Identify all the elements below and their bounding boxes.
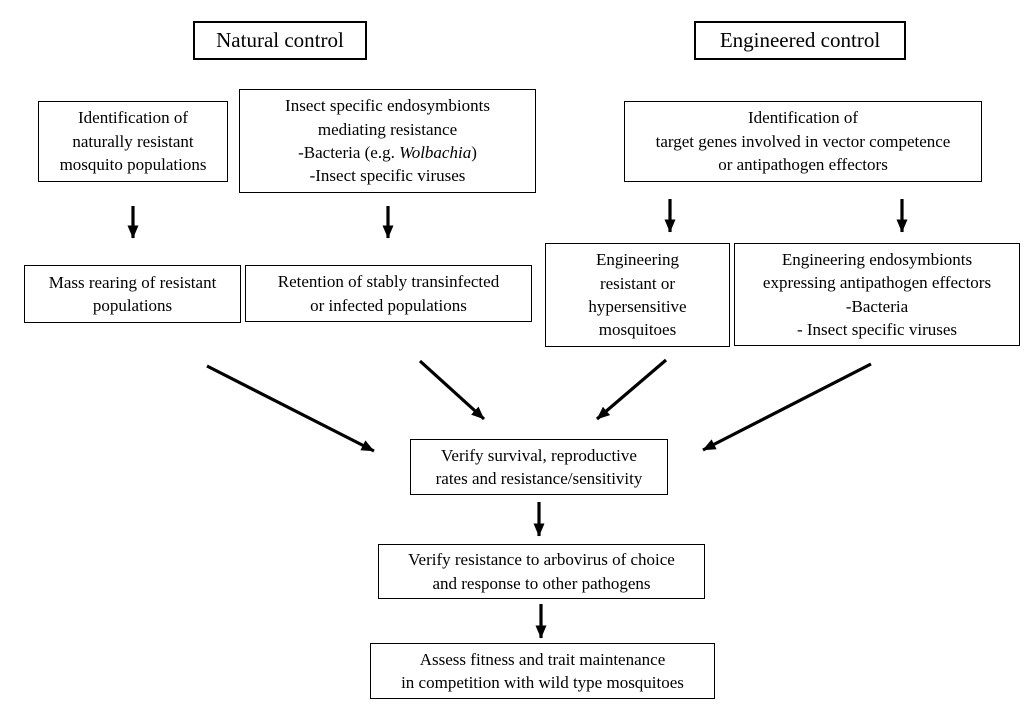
node-line-part: ) [471,143,477,162]
node-line: mediating resistance [317,119,458,139]
node-line: populations [92,296,173,315]
node-line: Identification of [78,108,188,128]
node-line: or infected populations [310,295,467,315]
header-natural-control: Natural control [193,21,367,60]
node-line: Verify survival, reproductive [441,445,637,465]
node-line: rates and resistance/sensitivity [435,469,643,488]
node-line: Mass rearing of resistant [48,272,217,292]
node-line: or antipathogen effectors [718,155,888,175]
node-line: Assess fitness and trait maintenance [419,649,666,669]
node-line: naturally resistant [72,131,194,151]
node-line: - Insect specific viruses [796,319,958,339]
node-identify-natural: Identification of naturally resistant mo… [38,101,228,182]
header-natural-control-label: Natural control [216,28,344,53]
node-line: -Insect specific viruses [309,166,466,186]
node-identify-target-genes: Identification of target genes involved … [624,101,982,182]
node-line: -Bacteria (e.g. Wolbachia) [298,141,477,164]
node-line: Identification of [748,108,858,128]
node-line: Retention of stably transinfected [277,272,500,292]
node-engineering-mosquitoes: Engineering resistant or hypersensitive … [545,243,730,347]
node-engineering-endosymbionts: Engineering endosymbionts expressing ant… [734,243,1020,346]
node-verify-survival: Verify survival, reproductive rates and … [410,439,668,495]
node-line-part: -Bacteria (e.g. [298,143,400,162]
arrow-retention-to-verify-survival [418,359,486,421]
node-line: mosquito populations [59,155,207,175]
node-line: mosquitoes [598,320,677,340]
header-engineered-control-label: Engineered control [719,28,881,53]
node-verify-resistance: Verify resistance to arbovirus of choice… [378,544,705,599]
node-line: expressing antipathogen effectors [762,273,992,293]
node-line: Verify resistance to arbovirus of choice [408,550,675,570]
node-assess-fitness: Assess fitness and trait maintenance in … [370,643,715,699]
node-line: resistant or [599,273,676,293]
header-engineered-control: Engineered control [694,21,906,60]
node-mass-rearing: Mass rearing of resistant populations [24,265,241,323]
node-line: Insect specific endosymbionts [285,96,490,116]
arrow-engineering-endosymbionts-to-verify-survival [702,362,872,452]
node-line: Engineering endosymbionts [781,249,973,269]
node-retention: Retention of stably transinfected or inf… [245,265,532,322]
node-line: and response to other pathogens [432,573,651,593]
node-line: target genes involved in vector competen… [655,131,951,151]
node-line: -Bacteria [845,296,909,316]
node-insect-endosymbionts: Insect specific endosymbionts mediating … [239,89,536,193]
node-line: Engineering [595,250,680,270]
node-line: hypersensitive [588,297,687,316]
node-line: in competition with wild type mosquitoes [401,673,684,692]
arrow-mass-rearing-to-verify-survival [206,364,375,453]
arrow-engineering-mosquitoes-to-verify-survival [595,358,668,421]
wolbachia-italic-text: Wolbachia [399,143,472,162]
